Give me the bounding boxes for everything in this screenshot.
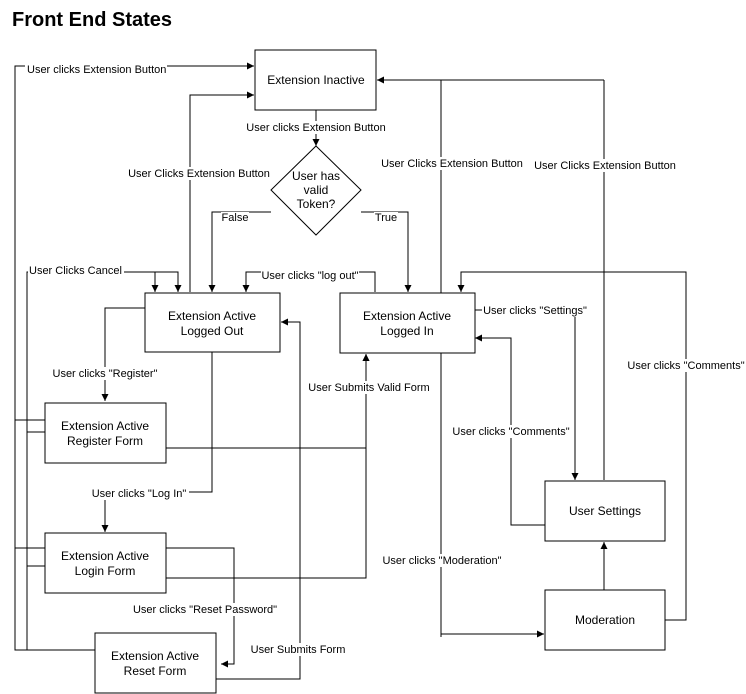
edge-valid-form-login bbox=[166, 354, 370, 579]
edge-cancel-loop bbox=[26, 271, 159, 651]
node-label: Token? bbox=[297, 197, 336, 211]
node-label: Moderation bbox=[575, 613, 635, 627]
node-moderation: Moderation bbox=[544, 589, 666, 651]
node-label: Reset Form bbox=[124, 664, 187, 678]
edge-logged-out-to-inactive bbox=[189, 91, 254, 292]
node-label: Extension Active bbox=[111, 649, 199, 663]
node-label: Logged Out bbox=[181, 324, 244, 338]
edge-label: User Submits Form bbox=[251, 644, 346, 656]
edge-moderation bbox=[440, 590, 544, 638]
edge-label: User Clicks Cancel bbox=[29, 265, 122, 277]
node-extension-inactive: Extension Inactive bbox=[254, 49, 377, 111]
node-logged-in: Extension Active Logged In bbox=[339, 292, 476, 354]
node-label: Login Form bbox=[75, 564, 136, 578]
node-label: Extension Active bbox=[61, 549, 149, 563]
node-user-settings: User Settings bbox=[544, 480, 666, 542]
edge-label: False bbox=[222, 212, 249, 224]
edge-cancel-second bbox=[155, 271, 182, 292]
edge-false bbox=[208, 211, 271, 292]
node-label: Logged In bbox=[380, 324, 433, 338]
node-label: Extension Active bbox=[61, 419, 149, 433]
edge-valid-form-register bbox=[166, 354, 370, 449]
edge-label: User clicks Extension Button bbox=[246, 122, 385, 134]
node-register-form: Extension Active Register Form bbox=[44, 402, 167, 464]
edge-register bbox=[101, 307, 145, 401]
node-logged-out: Extension Active Logged Out bbox=[144, 292, 281, 353]
node-login-form: Extension Active Login Form bbox=[44, 532, 167, 594]
diagram-title: Front End States bbox=[12, 9, 172, 31]
edge-settings bbox=[475, 309, 579, 480]
node-label: Extension Active bbox=[363, 309, 451, 323]
edge-label: User Clicks Extension Button bbox=[128, 168, 270, 180]
edge-label: User Clicks Extension Button bbox=[381, 158, 523, 170]
edge-label: User clicks "Settings" bbox=[483, 305, 587, 317]
edge-label: True bbox=[375, 212, 397, 224]
node-token-decision: User has valid Token? bbox=[270, 145, 362, 236]
edge-label: User clicks Extension Button bbox=[27, 64, 166, 76]
node-label: User has bbox=[292, 169, 340, 183]
edge-label: User clicks "log out" bbox=[261, 270, 358, 282]
edge-label: User clicks "Comments" bbox=[627, 360, 744, 372]
edge-label: User clicks "Comments" bbox=[452, 426, 569, 438]
edge-label-group: User clicks Extension Button User clicks… bbox=[25, 62, 746, 656]
node-label: User Settings bbox=[569, 504, 641, 518]
node-label: Extension Active bbox=[168, 309, 256, 323]
edge-submits-form bbox=[216, 318, 301, 680]
node-label: Register Form bbox=[67, 434, 143, 448]
node-reset-form: Extension Active Reset Form bbox=[94, 632, 217, 694]
edge-label: User clicks "Moderation" bbox=[382, 555, 501, 567]
edge-label: User Clicks Extension Button bbox=[534, 160, 676, 172]
edge-label: User clicks "Reset Password" bbox=[133, 604, 277, 616]
edge-label: User clicks "Register" bbox=[53, 368, 158, 380]
edge-label: User clicks "Log In" bbox=[92, 488, 187, 500]
edge-label: User Submits Valid Form bbox=[308, 382, 429, 394]
node-label: Extension Inactive bbox=[267, 73, 365, 87]
edge-comments-right bbox=[457, 271, 687, 621]
node-label: valid bbox=[304, 183, 329, 197]
